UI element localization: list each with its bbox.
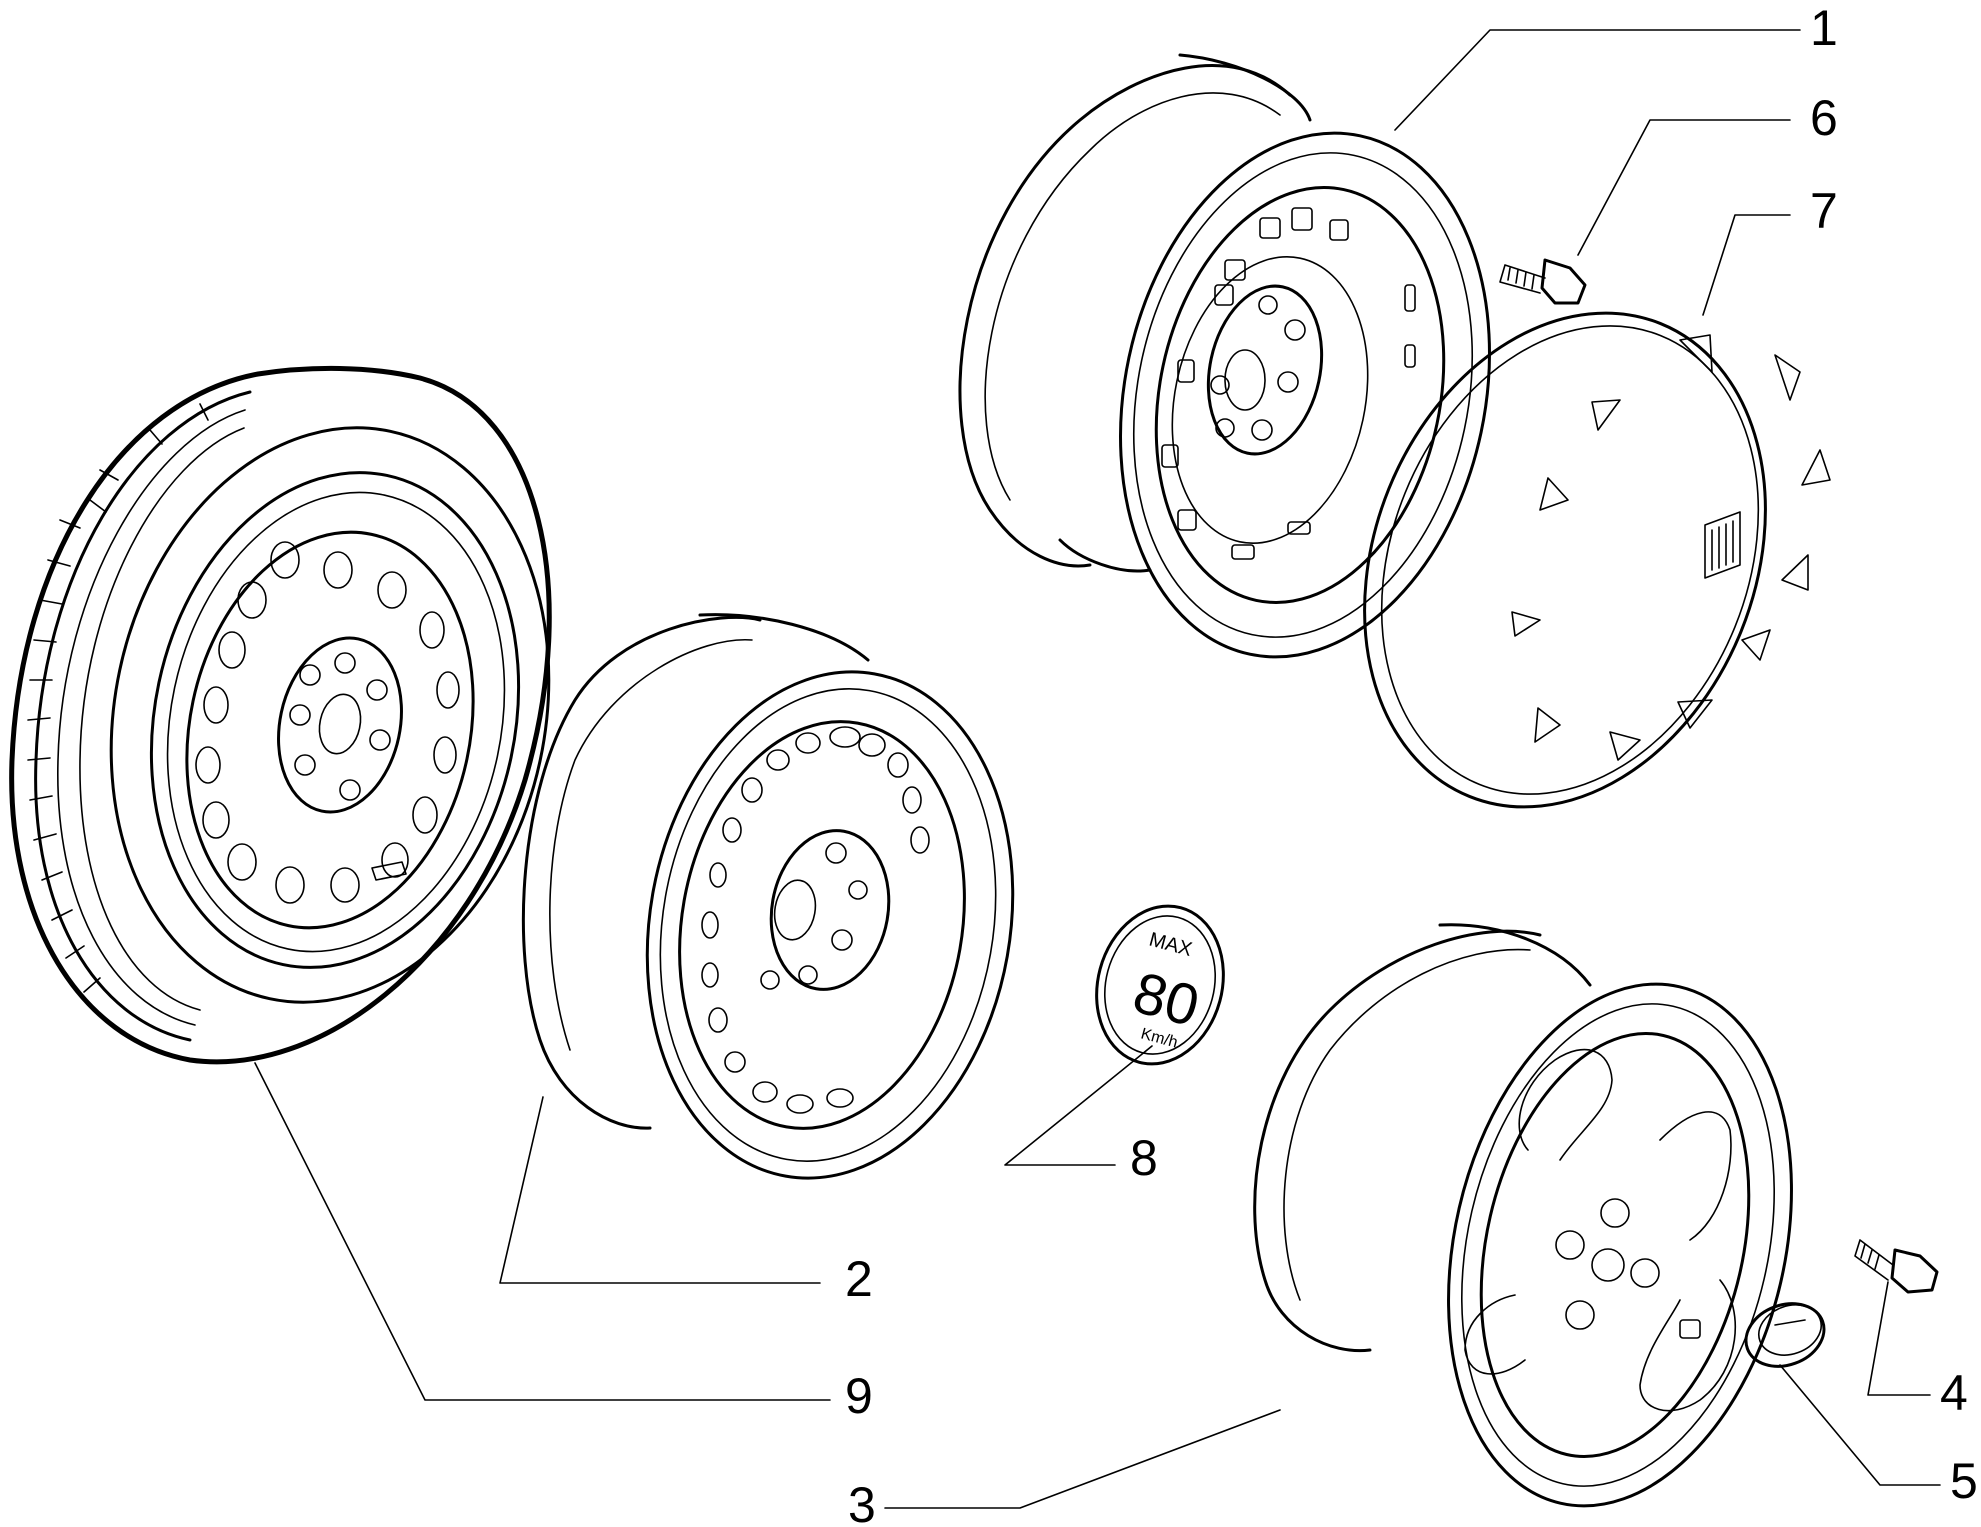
disc-holes xyxy=(195,541,460,904)
callout-6: 6 xyxy=(1810,90,1838,146)
brand-logo xyxy=(1704,511,1741,579)
callout-4: 4 xyxy=(1940,1365,1968,1421)
badge-speed-value: 80 xyxy=(1127,960,1206,1039)
centre-cap-5 xyxy=(1744,1302,1826,1368)
wheel-cover-7 xyxy=(1363,311,1831,809)
callout-3: 3 xyxy=(848,1477,876,1527)
hub-bolt-holes xyxy=(289,652,391,801)
alloy-wheel-3 xyxy=(1253,923,1793,1508)
lug-holes xyxy=(1555,1198,1660,1330)
cover-vents xyxy=(1511,334,1831,761)
speed-limit-badge-8: MAX 80 Km/h xyxy=(1095,904,1225,1066)
badge-max-text: MAX xyxy=(1147,929,1195,961)
leader-lines xyxy=(254,29,1941,1509)
hub-bolt-holes xyxy=(1210,295,1306,441)
callout-labels: 1 6 7 8 2 9 3 4 5 xyxy=(845,0,1978,1527)
disc-slots xyxy=(1161,207,1416,560)
callout-2: 2 xyxy=(845,1251,873,1307)
callout-8: 8 xyxy=(1130,1130,1158,1186)
wheel-bolt-4 xyxy=(1854,1239,1939,1294)
tyre-assembly xyxy=(9,365,552,1065)
hub-bolt-holes xyxy=(760,842,868,990)
disc-holes xyxy=(701,726,930,1114)
tread-pattern xyxy=(27,403,209,993)
steel-wheel-2 xyxy=(521,613,1015,1180)
callout-7: 7 xyxy=(1810,183,1838,239)
callout-5: 5 xyxy=(1950,1453,1978,1509)
callout-9: 9 xyxy=(845,1368,873,1424)
wheel-bolt-6 xyxy=(1499,258,1587,305)
callout-1: 1 xyxy=(1810,0,1838,56)
steel-wheel-1 xyxy=(958,53,1491,659)
